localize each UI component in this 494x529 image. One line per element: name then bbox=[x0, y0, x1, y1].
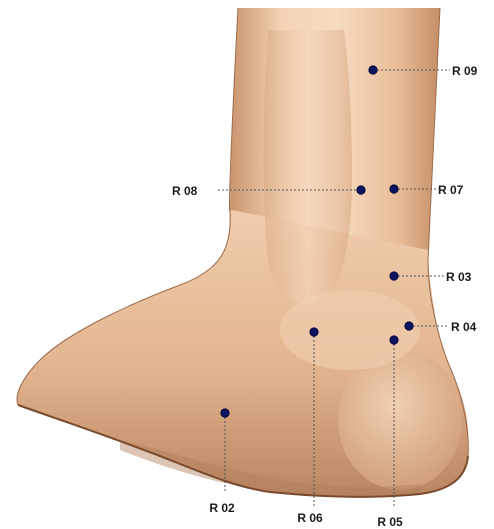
point-label-r03: R 03 bbox=[446, 270, 472, 284]
tendon-shading bbox=[264, 30, 353, 304]
point-marker-r04[interactable] bbox=[405, 322, 413, 330]
point-label-r08: R 08 bbox=[172, 184, 198, 198]
point-marker-r06[interactable] bbox=[310, 328, 318, 336]
point-label-r07: R 07 bbox=[438, 183, 464, 197]
point-marker-r08[interactable] bbox=[357, 186, 365, 194]
point-marker-r09[interactable] bbox=[369, 66, 377, 74]
point-marker-r03[interactable] bbox=[390, 272, 398, 280]
ankle-shading bbox=[280, 290, 420, 370]
point-label-r06: R 06 bbox=[297, 511, 323, 525]
point-label-r04: R 04 bbox=[451, 320, 477, 334]
point-label-r02: R 02 bbox=[209, 501, 235, 515]
point-label-r05: R 05 bbox=[377, 515, 403, 529]
point-label-r09: R 09 bbox=[452, 64, 478, 78]
point-marker-r05[interactable] bbox=[390, 336, 398, 344]
heel-shading bbox=[338, 350, 462, 490]
foot-silhouette bbox=[17, 8, 469, 497]
point-marker-r07[interactable] bbox=[390, 185, 398, 193]
point-marker-r02[interactable] bbox=[221, 409, 229, 417]
